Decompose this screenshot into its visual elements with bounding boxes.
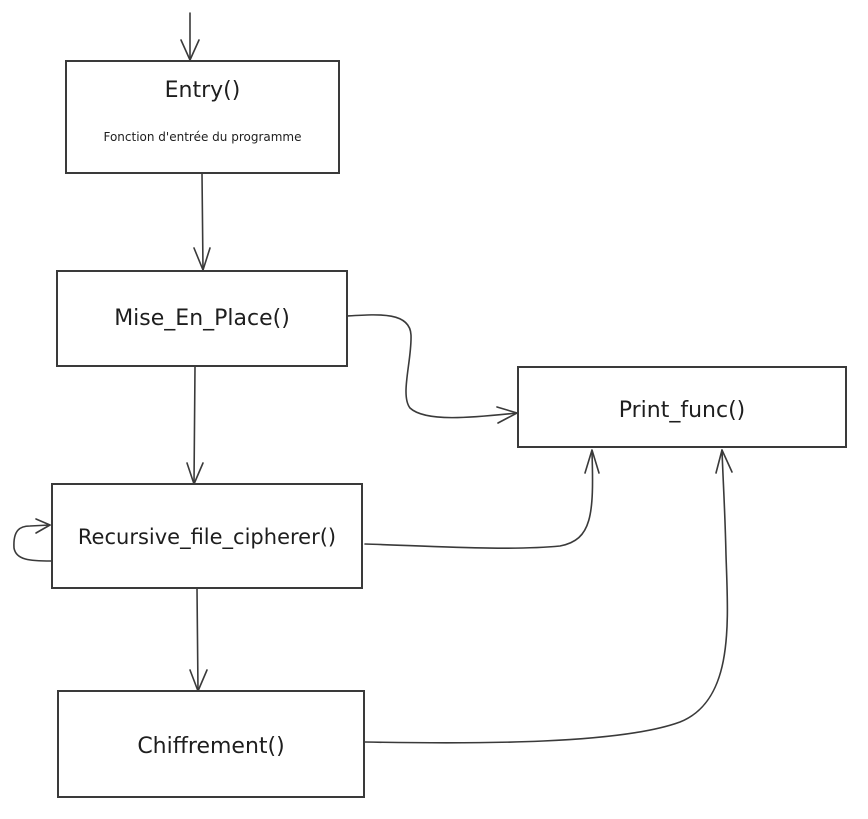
edge-recursive-to-print-func <box>364 449 600 549</box>
node-print-func[interactable]: Print_func() <box>517 366 847 448</box>
node-print-func-title: Print_func() <box>618 398 746 423</box>
edge-mise-en-place-to-recursive <box>186 366 204 485</box>
node-recursive-title: Recursive_file_cipherer() <box>77 525 337 549</box>
node-entry-title: Entry() <box>164 78 241 103</box>
node-recursive-file-cipherer[interactable]: Recursive_file_cipherer() <box>51 483 363 589</box>
node-chiffrement[interactable]: Chiffrement() <box>57 690 365 798</box>
node-entry[interactable]: Entry() Fonction d'entrée du programme <box>65 60 340 174</box>
edge-recursive-to-chiffrement <box>189 587 208 692</box>
edge-chiffrement-to-print-func <box>364 449 733 744</box>
node-entry-subtitle: Fonction d'entrée du programme <box>103 130 302 144</box>
edge-mise-en-place-to-print-func <box>346 314 518 424</box>
node-chiffrement-title: Chiffrement() <box>137 734 285 759</box>
edge-recursive-self-loop <box>13 518 52 562</box>
node-mise-en-place-title: Mise_En_Place() <box>114 306 290 331</box>
node-mise-en-place[interactable]: Mise_En_Place() <box>56 270 348 367</box>
edge-start-to-entry <box>180 12 200 61</box>
edge-entry-to-mise-en-place <box>193 172 211 271</box>
